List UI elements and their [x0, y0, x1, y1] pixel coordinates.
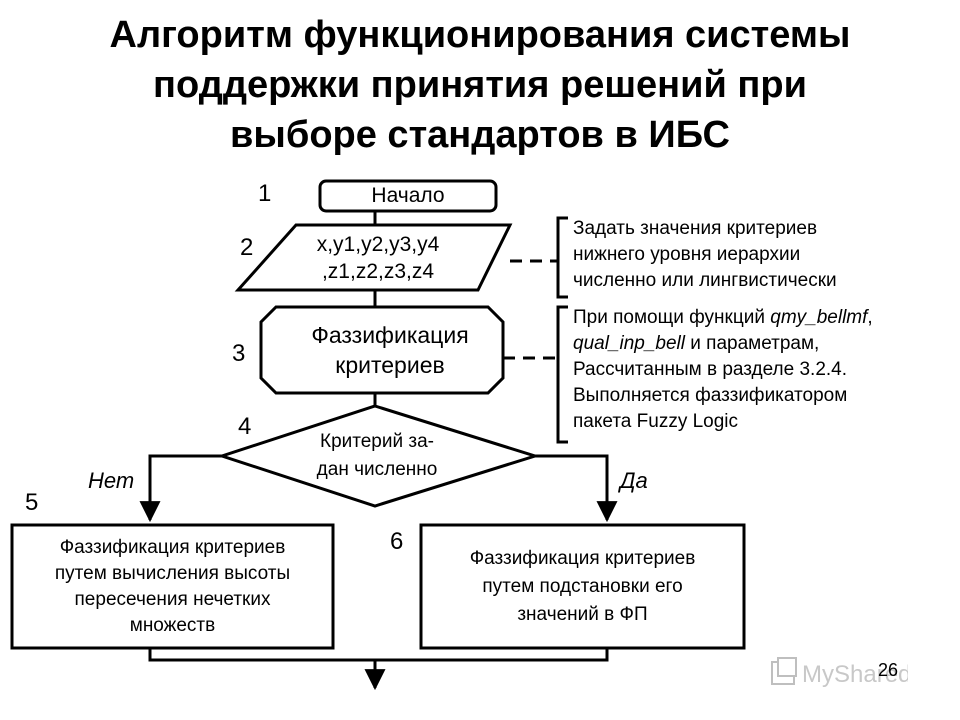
title-line-2: поддержки принятия решений при [153, 64, 807, 106]
note-2-line-3: Рассчитанным в разделе 3.2.4. [573, 359, 848, 380]
note-2-text-params: и параметрам, [685, 333, 820, 354]
note-2-comma: , [867, 307, 873, 328]
myshared-logo: MyShared [771, 657, 908, 688]
note-2-text: При помощи функций [573, 307, 771, 328]
note-2-line-5: пакета Fuzzy Logic [573, 411, 739, 432]
function-name-qmy-bellmf: qmy_bellmf [770, 307, 868, 328]
step-number-5: 5 [25, 489, 39, 516]
height-intersection-line-1: Фаззификация критериев [59, 536, 286, 558]
step-number-2: 2 [240, 234, 254, 261]
start-label: Начало [371, 184, 445, 207]
page-number: 26 [878, 660, 899, 680]
note-2-bracket [556, 305, 568, 444]
substitution-node [419, 523, 746, 650]
substitution-line-2: путем подстановки его [482, 575, 683, 597]
decision-label-line-1: Критерий за- [320, 431, 434, 452]
height-intersection-line-3: пересечения нечетких [74, 588, 271, 610]
input-label: x,y1,y2,y3,y4 ,z1,z2,z3,z4 [262, 225, 494, 290]
logo-text: MyShared [802, 661, 908, 688]
fuzzification-label: Фаззификация критериев [261, 313, 519, 387]
input-label-line-2: ,z1,z2,z3,z4 [321, 259, 435, 283]
function-name-qual-inp-bell: qual_inp_bell [573, 333, 685, 354]
no-branch-label: Нет [88, 468, 135, 493]
step-number-6: 6 [390, 528, 404, 555]
height-intersection-label: Фаззификация критериев путем вычисления … [12, 525, 333, 648]
note-fuzzification: При помощи функций qmy_bellmf, qual_inp_… [573, 305, 873, 435]
start-node [318, 179, 498, 213]
decision-label: Критерий за- дан численно [272, 424, 482, 488]
input-label-line-1: x,y1,y2,y3,y4 [316, 232, 440, 256]
note-2-line-2: qual_inp_bell и параметрам, [573, 331, 873, 357]
note-1-line-1: Задать значения критериев [573, 218, 818, 239]
merge-line [148, 648, 609, 662]
substitution-line-3: значений в ФП [517, 603, 648, 625]
fuzzification-label-line-2: критериев [335, 352, 445, 378]
note-2-line-4: Выполняется фаззификатором [573, 385, 848, 406]
fuzzification-label-line-1: Фаззификация [311, 322, 469, 348]
yes-branch-line [535, 454, 618, 523]
height-intersection-node [10, 523, 335, 650]
substitution-label: Фаззификация критериев путем подстановки… [421, 525, 744, 648]
input-node [234, 223, 513, 292]
yes-branch-label: Да [620, 468, 648, 493]
note-1-line-2: нижнего уровня иерархии [573, 244, 801, 265]
fuzzification-node [259, 305, 505, 395]
decision-label-line-2: дан численно [316, 459, 438, 480]
note-1-line-3: численно или лингвистически [573, 270, 837, 291]
title-line-1: Алгоритм функционирования системы [109, 14, 851, 56]
page-title: Алгоритм функционирования системы поддер… [0, 10, 960, 160]
substitution-line-1: Фаззификация критериев [469, 547, 696, 569]
note-1-bracket [556, 216, 568, 299]
no-branch-line [139, 454, 222, 523]
height-intersection-line-4: множеств [129, 614, 216, 636]
step-number-4: 4 [238, 413, 252, 440]
decision-node [217, 404, 541, 508]
step-number-3: 3 [232, 340, 246, 367]
height-intersection-line-2: путем вычисления высоты [54, 562, 291, 584]
note-input-values: Задать значения критериев нижнего уровня… [573, 216, 837, 294]
title-line-3: выборе стандартов в ИБС [230, 114, 730, 156]
step-number-1: 1 [258, 180, 272, 207]
note-2-line-1: При помощи функций qmy_bellmf, [573, 305, 873, 331]
